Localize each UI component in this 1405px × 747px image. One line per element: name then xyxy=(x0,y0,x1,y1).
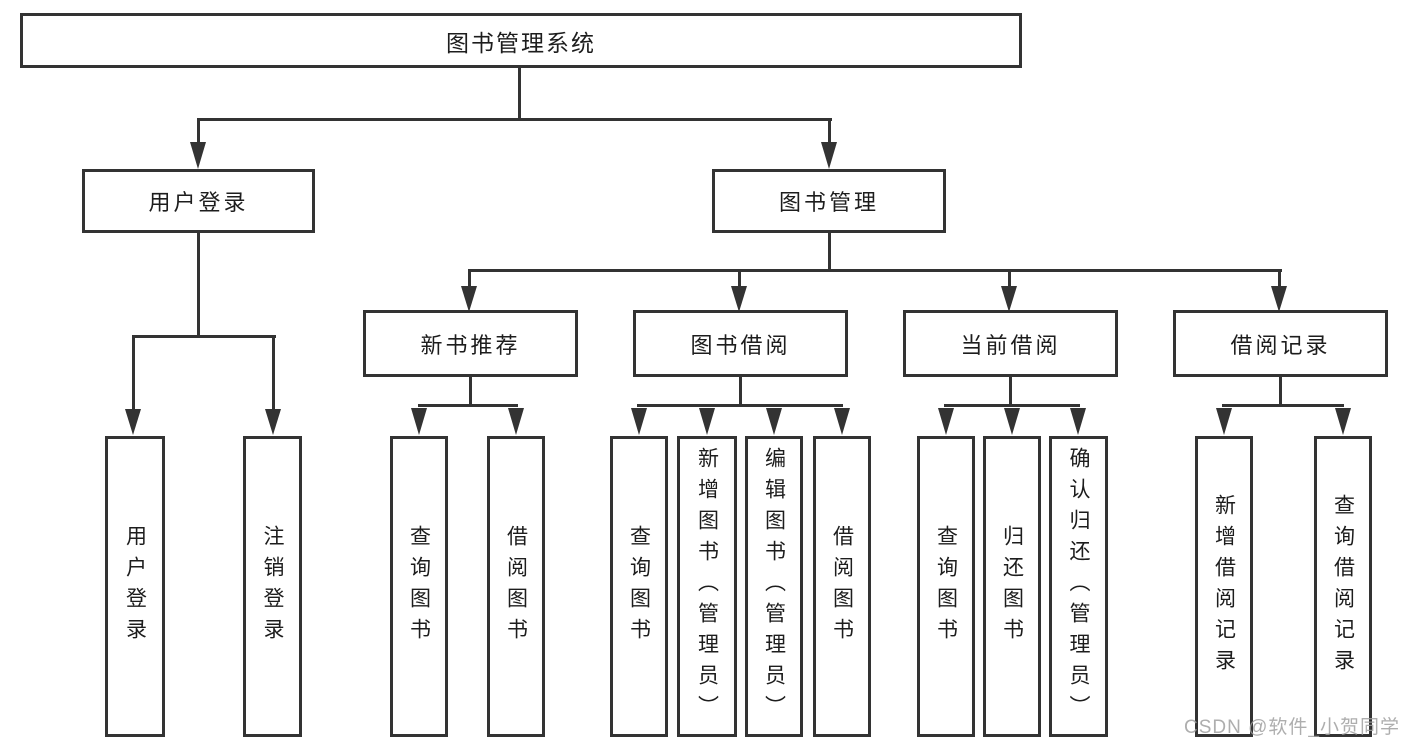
leaf-bb-borrow-books: 借阅图书 xyxy=(813,436,871,737)
node-book-management: 图书管理 xyxy=(712,169,946,233)
arrow-down-currentborrow xyxy=(1001,286,1017,312)
leaf-cb-return-books: 归还图书 xyxy=(983,436,1041,737)
connector-root-vertical xyxy=(518,67,521,120)
connector-userlogin-stem xyxy=(197,118,200,143)
connector-level1-horizontal xyxy=(197,118,832,121)
node-book-borrow: 图书借阅 xyxy=(633,310,848,377)
leaf-bb-borrow-books-label: 借阅图书 xyxy=(830,524,854,649)
connector-userlogin-vertical xyxy=(197,233,200,337)
connector-g4-vertical xyxy=(1279,377,1282,407)
node-user-login: 用户登录 xyxy=(82,169,315,233)
arrow-down-userlogin xyxy=(190,142,206,169)
leaf-bb-query-books-label: 查询图书 xyxy=(627,524,651,649)
leaf-cb-return-books-label: 归还图书 xyxy=(1000,524,1024,649)
csdn-watermark: CSDN @软件_小贺同学 xyxy=(1184,717,1400,738)
arrow-down-g2-c4 xyxy=(834,408,850,435)
connector-bookmgmt-stem xyxy=(828,118,831,143)
connector-currentborrow-stem xyxy=(1008,269,1011,287)
connector-g3-vertical xyxy=(1009,377,1012,407)
connector-g3-horizontal xyxy=(944,404,1080,407)
connector-bookmgmt-vertical xyxy=(828,233,831,272)
arrow-down-g2-c3 xyxy=(766,408,782,435)
node-book-borrow-label: 图书借阅 xyxy=(690,332,791,358)
arrow-down-leaf-userlogin xyxy=(125,409,141,435)
node-borrow-records-label: 借阅记录 xyxy=(1230,332,1331,358)
node-book-management-label: 图书管理 xyxy=(778,190,879,215)
node-root: 图书管理系统 xyxy=(20,13,1022,68)
leaf-logout-label: 注销登录 xyxy=(261,524,284,649)
connector-g1-horizontal xyxy=(418,404,518,407)
connector-bookborrow-stem xyxy=(738,269,741,287)
node-borrow-records: 借阅记录 xyxy=(1173,310,1388,377)
arrow-down-leaf-logout xyxy=(265,409,281,435)
connector-newbookrec-stem xyxy=(468,269,471,287)
leaf-bb-add-books-admin: 新增图书（管理员） xyxy=(677,436,737,737)
arrow-down-g4-c2 xyxy=(1335,408,1351,435)
leaf-bb-edit-books-admin-label: 编辑图书（管理员） xyxy=(762,447,786,726)
leaf-nbr-borrow-books-label: 借阅图书 xyxy=(504,524,528,649)
leaf-bb-add-books-admin-label: 新增图书（管理员） xyxy=(695,447,719,726)
node-new-book-recommend-label: 新书推荐 xyxy=(420,332,521,358)
connector-g2-horizontal xyxy=(637,404,843,407)
arrow-down-g2-c2 xyxy=(699,408,715,435)
node-user-login-label: 用户登录 xyxy=(148,190,249,215)
arrow-down-newbookrec xyxy=(461,286,477,312)
arrow-down-g1-c2 xyxy=(508,408,524,435)
leaf-br-add-record: 新增借阅记录 xyxy=(1195,436,1253,737)
leaf-logout: 注销登录 xyxy=(243,436,302,737)
arrow-down-g3-c1 xyxy=(938,408,954,435)
arrow-down-g4-c1 xyxy=(1216,408,1232,435)
arrow-down-g2-c1 xyxy=(631,408,647,435)
leaf-nbr-query-books-label: 查询图书 xyxy=(407,524,431,649)
arrow-down-g3-c2 xyxy=(1004,408,1020,435)
leaf-bb-query-books: 查询图书 xyxy=(610,436,668,737)
connector-g4-horizontal xyxy=(1222,404,1344,407)
leaf-cb-confirm-return-admin: 确认归还（管理员） xyxy=(1049,436,1108,737)
leaf-br-query-record-label: 查询借阅记录 xyxy=(1331,493,1355,680)
arrow-down-g3-c3 xyxy=(1070,408,1086,435)
connector-userlogin-children-horizontal xyxy=(132,335,276,338)
leaf-nbr-borrow-books: 借阅图书 xyxy=(487,436,545,737)
connector-leaf-logout-stem xyxy=(272,335,275,410)
connector-level3-horizontal xyxy=(468,269,1282,272)
leaf-br-query-record: 查询借阅记录 xyxy=(1314,436,1372,737)
leaf-cb-query-books: 查询图书 xyxy=(917,436,975,737)
connector-borrowrecords-stem xyxy=(1278,269,1281,287)
connector-g1-vertical xyxy=(469,377,472,407)
node-current-borrow-label: 当前借阅 xyxy=(960,332,1061,358)
node-current-borrow: 当前借阅 xyxy=(903,310,1118,377)
leaf-bb-edit-books-admin: 编辑图书（管理员） xyxy=(745,436,803,737)
leaf-cb-query-books-label: 查询图书 xyxy=(934,524,958,649)
connector-g2-vertical xyxy=(739,377,742,407)
arrow-down-bookborrow xyxy=(731,286,747,312)
leaf-user-login: 用户登录 xyxy=(105,436,165,737)
leaf-br-add-record-label: 新增借阅记录 xyxy=(1212,493,1236,680)
arrow-down-bookmgmt xyxy=(821,142,837,169)
leaf-cb-confirm-return-admin-label: 确认归还（管理员） xyxy=(1067,447,1090,726)
arrow-down-g1-c1 xyxy=(411,408,427,435)
leaf-nbr-query-books: 查询图书 xyxy=(390,436,448,737)
arrow-down-borrowrecords xyxy=(1271,286,1287,312)
node-new-book-recommend: 新书推荐 xyxy=(363,310,578,377)
node-root-label: 图书管理系统 xyxy=(446,29,596,56)
connector-leaf-userlogin-stem xyxy=(132,335,135,410)
leaf-user-login-label: 用户登录 xyxy=(123,524,147,649)
